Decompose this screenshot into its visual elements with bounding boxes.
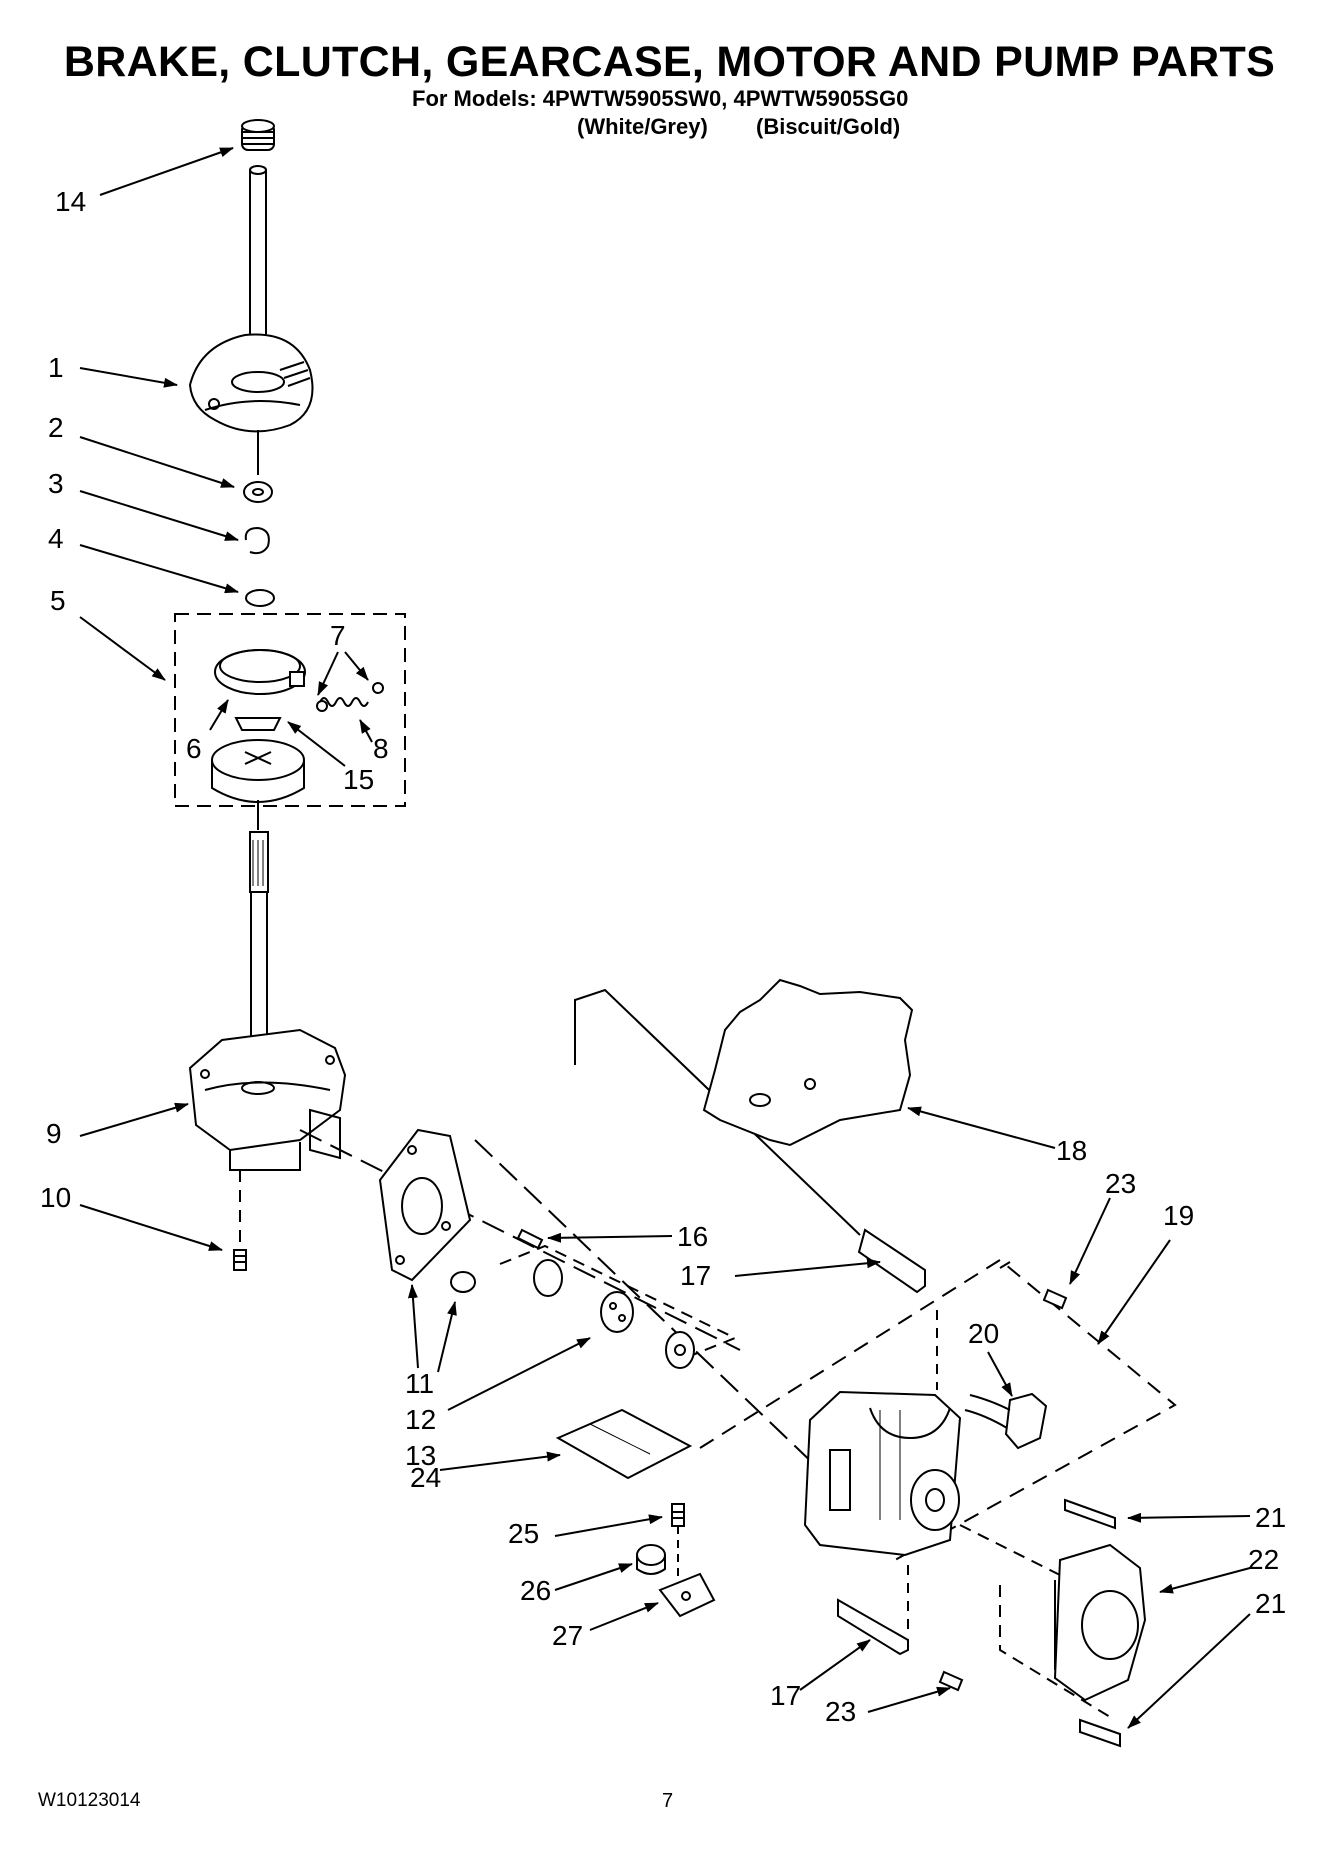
- callout-27: 27: [552, 1620, 584, 1651]
- callout-23-lower: 23: [825, 1696, 857, 1727]
- brake-assembly-part: [188, 333, 314, 433]
- capacitor-screw-part: [671, 1503, 685, 1527]
- document-number: W10123014: [38, 1790, 141, 1811]
- color-label-white-grey: (White/Grey): [577, 114, 708, 139]
- callout-23-upper: 23: [1105, 1168, 1137, 1199]
- motor-mount-plate-part: [378, 1128, 472, 1282]
- callout-25: 25: [508, 1518, 540, 1549]
- motor-shield-part: [702, 978, 914, 1147]
- callout-24: 24: [410, 1462, 442, 1493]
- clip-part: [244, 526, 270, 555]
- clutch-band-part: [214, 649, 306, 695]
- motor-clip-upper-part: [857, 1228, 926, 1294]
- callout-17-upper: 17: [680, 1260, 712, 1291]
- callout-26: 26: [520, 1575, 552, 1606]
- callout-10: 10: [40, 1182, 72, 1213]
- callout-21-lower: 21: [1255, 1588, 1287, 1619]
- retaining-ring-part: [245, 589, 275, 607]
- agitator-shaft-lower: [249, 831, 269, 1063]
- capacitor-bracket-part: [658, 1572, 716, 1618]
- clutch-pulley-part: [211, 717, 305, 803]
- screw-23-lower-part: [938, 1670, 964, 1692]
- page-number: 7: [662, 1790, 674, 1812]
- callout-20: 20: [968, 1318, 1000, 1349]
- motor-clip-lower-part: [837, 1598, 909, 1656]
- coupler-hub-part: [533, 1259, 695, 1369]
- callout-2: 2: [48, 412, 64, 443]
- callout-14: 14: [55, 186, 87, 217]
- drain-pump-part: [1053, 1543, 1147, 1702]
- callout-9: 9: [46, 1118, 62, 1149]
- callout-13: 13: [405, 1440, 437, 1471]
- gearcase-part: [188, 1028, 347, 1171]
- color-label-biscuit-gold: (Biscuit/Gold): [756, 114, 901, 139]
- washer-part: [243, 481, 273, 503]
- pump-clip-lower-part: [1079, 1718, 1121, 1748]
- callout-1: 1: [48, 352, 64, 383]
- screw-16-part: [516, 1228, 544, 1250]
- callout-8: 8: [373, 733, 389, 764]
- shaft-seal-part: [241, 119, 275, 151]
- callout-7: 7: [330, 620, 346, 651]
- callout-22: 22: [1248, 1544, 1280, 1575]
- models-line: For Models: 4PWTW5905SW0, 4PWTW5905SG0: [412, 86, 909, 111]
- callout-17-lower: 17: [770, 1680, 802, 1711]
- motor-pad-part: [555, 1408, 693, 1480]
- callout-21-upper: 21: [1255, 1502, 1287, 1533]
- callout-15: 15: [343, 764, 375, 795]
- capacitor-part: [636, 1544, 666, 1575]
- nut-part: [450, 1271, 476, 1293]
- callout-3: 3: [48, 468, 64, 499]
- motor-switch-part: [964, 1392, 1048, 1450]
- callout-18: 18: [1056, 1135, 1088, 1166]
- pump-clip-upper-part: [1064, 1498, 1116, 1530]
- callout-5: 5: [50, 585, 66, 616]
- screw-23-upper-part: [1042, 1288, 1068, 1310]
- callout-6: 6: [186, 733, 202, 764]
- gearcase-bolt-part: [233, 1249, 247, 1271]
- page-title: BRAKE, CLUTCH, GEARCASE, MOTOR AND PUMP …: [63, 38, 1276, 86]
- callout-4: 4: [48, 523, 64, 554]
- callout-19: 19: [1163, 1200, 1195, 1231]
- callout-12: 12: [405, 1404, 437, 1435]
- callout-11: 11: [405, 1368, 435, 1399]
- callout-16: 16: [677, 1221, 709, 1252]
- motor-part: [803, 1390, 962, 1557]
- clutch-spring-part: [316, 682, 384, 712]
